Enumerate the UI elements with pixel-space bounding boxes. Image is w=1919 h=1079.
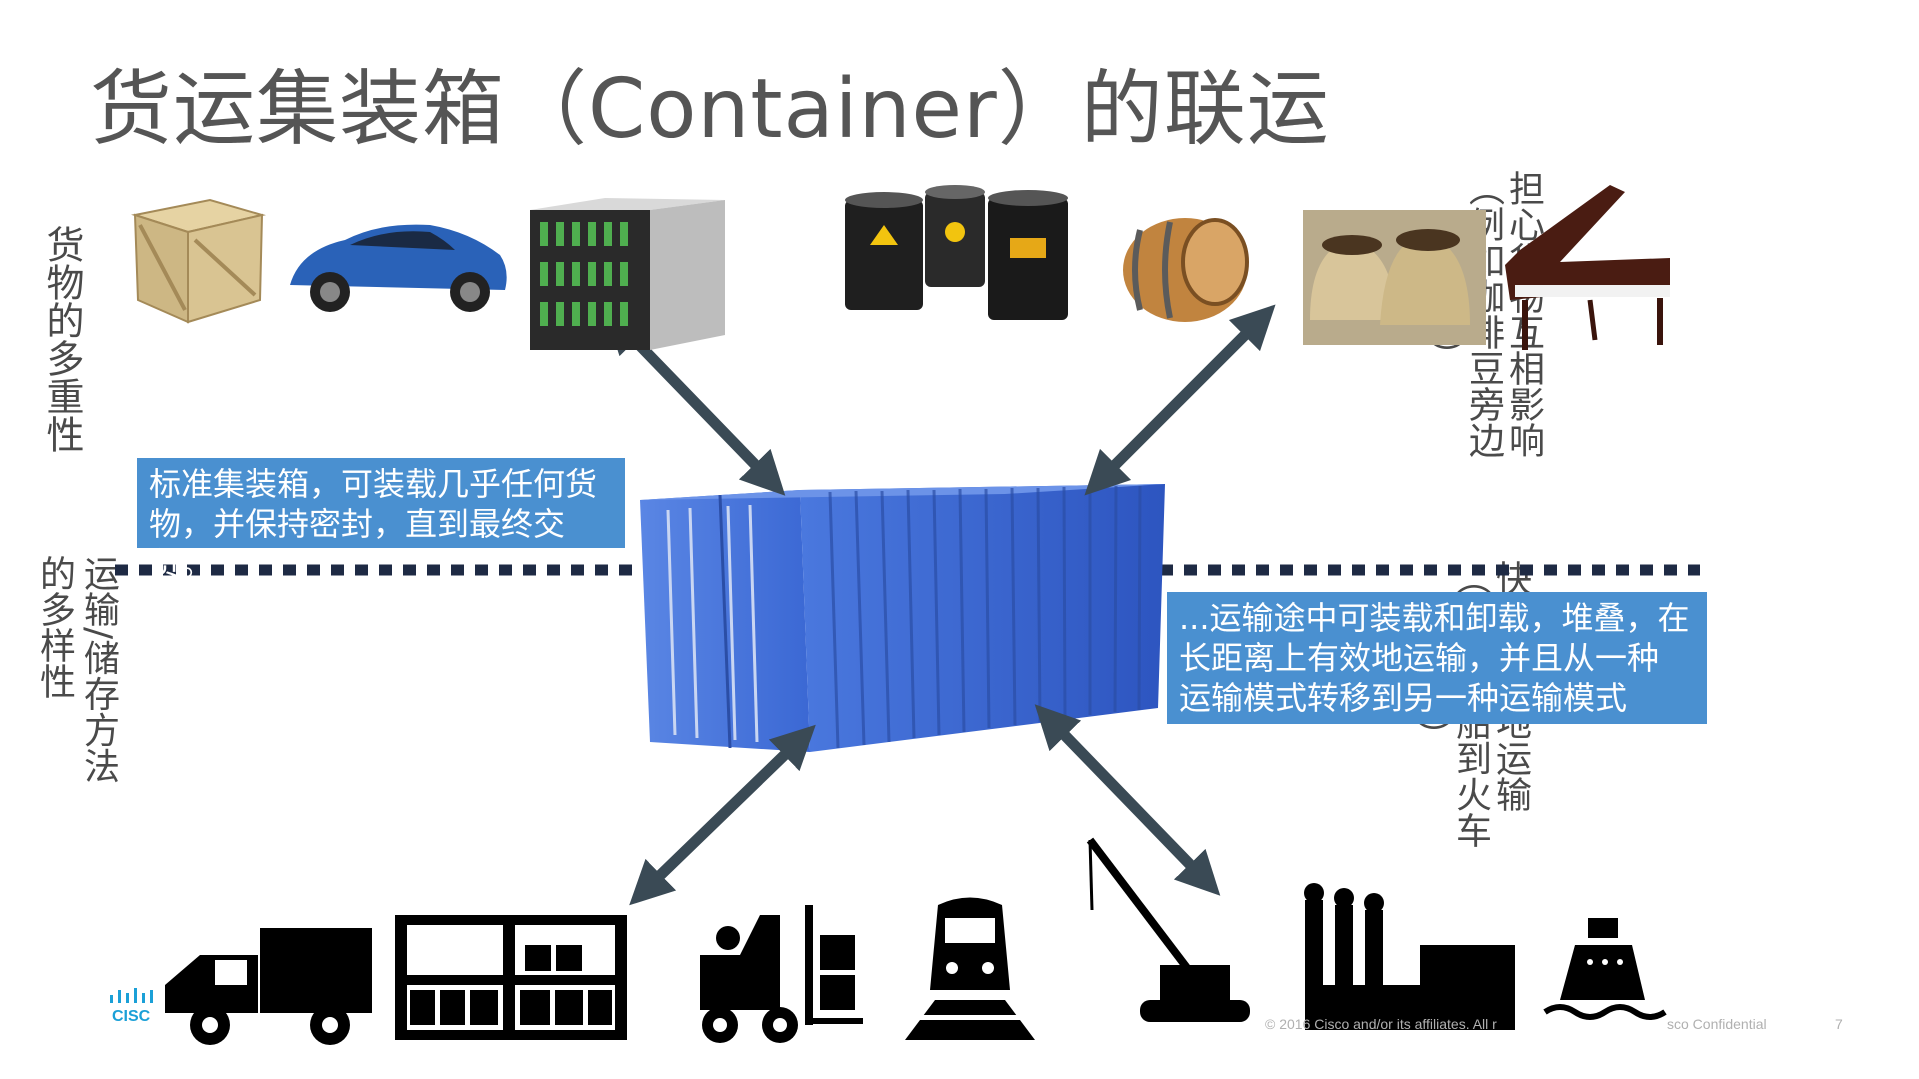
copyright-text: © 2016 Cisco and/or its affiliates. All … <box>1265 1016 1497 1032</box>
wooden-crate-icon <box>131 198 266 324</box>
car-icon <box>290 224 507 312</box>
oil-drums-icon <box>845 185 1068 320</box>
transport-diversity-label: 运输/储存方法的多样性 <box>34 555 119 784</box>
confidential-text: sco Confidential <box>1667 1016 1767 1032</box>
crane-icon <box>1086 837 1250 1022</box>
shipping-container-icon <box>640 484 1165 752</box>
arrow-top-left <box>604 309 786 496</box>
server-rack-icon <box>530 198 725 350</box>
warehouse-shelf-icon <box>395 915 627 1040</box>
cisco-logo-icon <box>110 988 153 1003</box>
arrow-bottom-right <box>1034 704 1221 896</box>
container-description-box: 标准集装箱，可装载几乎任何货 物，并保持密封，直到最终交货。 <box>137 458 625 583</box>
truck-icon <box>165 928 372 1045</box>
arrow-top-right <box>1084 304 1276 496</box>
ship-icon <box>1543 918 1667 1020</box>
cargo-diversity-label: 货物的多重性 <box>40 225 84 453</box>
coffee-sacks-icon <box>1303 210 1486 345</box>
wine-barrel-icon <box>1123 218 1249 322</box>
factory-icon <box>1304 883 1515 1030</box>
arrows <box>604 304 1276 906</box>
page-title: 货运集装箱（Container）的联运 <box>90 62 1330 157</box>
cisco-logo-text: CISC <box>112 1008 151 1025</box>
forklift-icon <box>700 905 863 1043</box>
transport-description-box: ...运输途中可装载和卸载，堆叠，在 长距离上有效地运输，并且从一种 运输模式转… <box>1167 592 1707 724</box>
train-icon <box>905 897 1035 1040</box>
piano-icon <box>1505 185 1670 350</box>
arrow-bottom-left <box>629 724 816 906</box>
page-number: 7 <box>1835 1016 1843 1032</box>
